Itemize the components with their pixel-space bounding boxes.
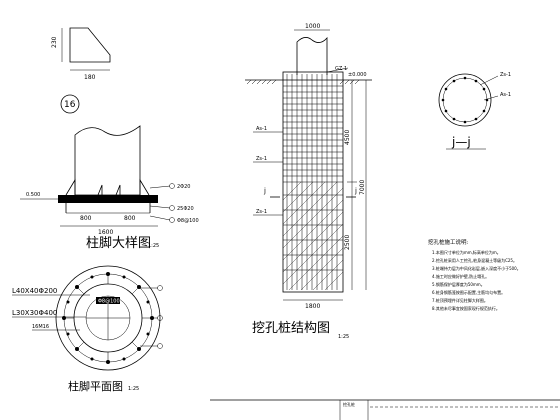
- title-block-cell: 挖孔桩: [343, 401, 355, 407]
- plan-label-3: 16M16: [32, 324, 49, 330]
- notes: 挖孔桩施工说明: 1.本图尺寸单位为mm,标高单位为m。 2.挖孔桩采用人工挖孔…: [428, 238, 521, 311]
- dim-1800: 1800: [305, 303, 320, 310]
- dim-180: 180: [84, 74, 96, 81]
- dim-1000: 1000: [305, 23, 320, 30]
- elevation: ±0.000: [348, 72, 367, 78]
- left-label-3: Zs-1: [256, 209, 267, 215]
- note-line: 6.桩身钢筋笼按图示配置,主筋均匀布置。: [432, 289, 505, 295]
- note-line: 3.桩端持力层为中风化岩层,嵌入深度不小于500。: [432, 265, 521, 271]
- gusset-mid-2: [115, 184, 121, 196]
- dim-800-left: 800: [80, 215, 92, 222]
- title-column-base-plan: 柱脚平面图: [68, 379, 123, 393]
- notes-heading: 挖孔桩施工说明:: [428, 238, 469, 246]
- gusset-mid-1: [97, 184, 103, 196]
- callout-3: Φ8@100: [177, 218, 199, 224]
- pile-top-column: [296, 36, 328, 75]
- dim-1600: 1600: [98, 229, 113, 236]
- leader: [479, 75, 499, 86]
- ties-lower: [283, 194, 343, 271]
- column-base-plan: Φ8@100 L40X40Φ200 L30X30Φ400 16M16 柱脚平面图…: [12, 265, 163, 393]
- dim-7000: 7000: [359, 180, 366, 195]
- leader: [149, 185, 171, 189]
- section-label-1: Zs-1: [500, 72, 511, 78]
- left-label-1: As-1: [256, 126, 267, 132]
- note-line: 4.施工时应做好护壁,防止塌孔。: [432, 273, 489, 279]
- section-mark-left: j: [263, 187, 266, 195]
- section-bars: [441, 76, 489, 124]
- plan-label-2: L30X30Φ400: [12, 309, 57, 317]
- hatch-label: Φ8@100: [98, 299, 120, 305]
- detail-number: 16: [64, 100, 76, 110]
- gusset-right: [139, 178, 150, 196]
- scale-3: 1:25: [338, 334, 349, 340]
- pile-structure: 1000 GZ-1 ±0.000: [245, 23, 372, 340]
- section-mark-right: j: [354, 187, 357, 195]
- gusset-shape: [69, 27, 111, 63]
- callout-2: 25Φ20: [177, 206, 194, 212]
- outer-circle: [55, 265, 161, 371]
- callout-circle: [169, 205, 175, 211]
- callout-circle: [169, 183, 175, 189]
- radial-ribs: [64, 274, 152, 362]
- note-line: 7.桩顶预埋件详见柱脚大样图。: [432, 297, 488, 303]
- dim-2500: 2500: [344, 235, 351, 250]
- plan-label-1: L40X40Φ200: [12, 287, 57, 295]
- base-plate: [58, 195, 158, 203]
- column-base-detail: 0.500 2Φ20 25Φ20 Φ8@100 800 800 1600 柱脚大…: [20, 125, 199, 251]
- title-section-jj: j—j: [451, 135, 471, 149]
- section-label-2: As-1: [500, 92, 511, 98]
- note-line: 5.钢筋保护层厚度为50mm。: [432, 281, 485, 287]
- plan-callouts-right: [140, 285, 163, 349]
- detail-number-circle: [60, 94, 80, 114]
- note-line: 2.挖孔桩采用人工挖孔,桩身混凝土等级为C25。: [432, 257, 517, 263]
- scale-1: 1:25: [148, 243, 159, 249]
- section-outer-circle: [438, 73, 492, 127]
- leader: [149, 215, 171, 221]
- gusset-left: [65, 178, 76, 196]
- title-block: 挖孔桩: [210, 399, 560, 420]
- ground-hatch: [246, 79, 360, 85]
- column-outline: [74, 125, 141, 196]
- scale-2: 1:25: [128, 386, 139, 392]
- detail-16: 230 180 16: [51, 27, 111, 114]
- leader: [149, 205, 171, 209]
- hatch-label-bg: [96, 297, 120, 304]
- top-mark: GZ-1: [335, 66, 347, 72]
- note-line: 8.其他未尽事宜按国家现行规范执行。: [432, 305, 500, 311]
- section-jj: Zs-1 As-1 j—j: [438, 72, 511, 150]
- ties-upper: [283, 85, 343, 183]
- note-line: 1.本图尺寸单位为mm,标高单位为m。: [432, 249, 501, 255]
- title-column-base-detail: 柱脚大样图: [86, 235, 151, 251]
- title-pile-structure: 挖孔桩结构图: [252, 321, 330, 336]
- leader: [326, 67, 349, 73]
- dim-800-right: 800: [124, 215, 136, 222]
- dim-4500: 4500: [344, 130, 351, 145]
- callout-circle: [169, 217, 175, 223]
- leader: [483, 95, 499, 101]
- elev-left: 0.500: [26, 192, 40, 198]
- left-label-2: Zs-1: [256, 156, 267, 162]
- dim-230: 230: [51, 36, 58, 48]
- callout-1: 2Φ20: [177, 184, 190, 190]
